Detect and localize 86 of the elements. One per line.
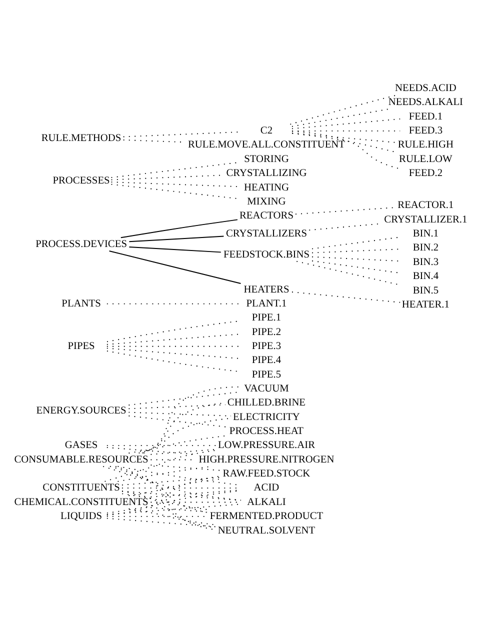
node-text: LOW.PRESSURE.AIR — [218, 440, 316, 452]
node-text: BIN.4 — [412, 271, 439, 282]
node-text: PIPES — [68, 340, 95, 352]
connector — [290, 94, 398, 125]
node-text: RULE.HIGH — [398, 140, 454, 151]
node-text: RULE.METHODS — [41, 133, 122, 144]
node-text: LIQUIDS — [60, 511, 102, 522]
node-text: VACUUM — [244, 384, 289, 395]
connector — [292, 108, 388, 127]
connector — [128, 246, 222, 253]
node-text: NEEDS.ALKALI — [388, 97, 464, 108]
node-text: CHEMICAL.CONSTITUENTS — [14, 496, 148, 508]
node-text: FERMENTED.PRODUCT — [210, 511, 324, 522]
connector — [312, 260, 400, 274]
node-text: ALKALI — [247, 496, 286, 508]
node-text: PIPE.2 — [252, 326, 282, 338]
node-text: PIPE.1 — [252, 312, 282, 324]
connector — [120, 219, 238, 238]
node-text: GASES — [64, 440, 98, 452]
connector — [106, 518, 216, 528]
node-text: BIN.1 — [412, 228, 439, 240]
node-text: CHILLED.BRINE — [227, 398, 306, 409]
connector — [106, 445, 216, 446]
node-text: RULE.LOW — [399, 154, 452, 165]
node-text: PIPE.3 — [252, 340, 282, 352]
node-text: BIN.5 — [412, 285, 439, 296]
node-text: FEEDSTOCK.BINS — [223, 249, 310, 260]
node-text: PIPE.5 — [252, 369, 282, 380]
connector — [143, 386, 242, 454]
node-text: PIPE.4 — [252, 355, 282, 366]
connector — [312, 248, 400, 254]
node-text: HEATING — [244, 182, 289, 194]
node-text: RULE.MOVE.ALL.CONSTITUENT — [188, 140, 346, 151]
node-text: HIGH.PRESSURE.NITROGEN — [198, 454, 334, 466]
node-text: HEATER.1 — [402, 299, 450, 310]
node-text: HEATERS — [244, 284, 290, 296]
connector — [128, 404, 226, 410]
connector — [128, 415, 228, 428]
connector — [122, 490, 216, 528]
node-text: FEED.1 — [408, 111, 443, 122]
node-text: PROCESS.HEAT — [229, 426, 304, 438]
node-text: RAW.FEED.STOCK — [222, 468, 310, 480]
connector — [128, 508, 216, 526]
connector — [115, 466, 216, 530]
connector — [292, 292, 401, 303]
connector — [128, 236, 224, 242]
connector — [312, 256, 400, 262]
connector — [292, 130, 400, 170]
node-text: FEED.3 — [408, 126, 443, 137]
connector — [110, 466, 208, 513]
node-text: PLANTS — [62, 298, 101, 310]
node-text: NEUTRAL.SOLVENT — [218, 525, 316, 536]
connector — [292, 132, 396, 143]
connector — [108, 250, 242, 284]
node-text: FEED.2 — [408, 168, 443, 180]
node-text: BIN.3 — [412, 256, 439, 268]
node-text: ACID — [254, 482, 280, 494]
node-text: CONSTITUENTS — [42, 482, 120, 494]
node-text: MIXING — [247, 196, 286, 208]
connector — [122, 476, 222, 486]
node-text: CONSUMABLE.RESOURCES — [14, 454, 148, 466]
node-text: PROCESS.DEVICES — [36, 238, 127, 250]
node-text: CRYSTALLIZING — [226, 168, 307, 180]
connector — [106, 476, 222, 516]
connector — [292, 118, 401, 130]
node-text: PLANT.1 — [246, 298, 287, 310]
connector — [150, 464, 222, 471]
node-text: BIN.2 — [412, 242, 439, 254]
node-text: REACTORS — [239, 210, 294, 222]
node-text: REACTOR.1 — [398, 200, 454, 212]
node-text: NEEDS.ACID — [395, 83, 456, 94]
connector — [150, 507, 208, 512]
node-text: CRYSTALLIZER.1 — [384, 214, 468, 226]
node-text: STORING — [244, 154, 289, 165]
connector — [312, 236, 400, 250]
node-text: C2 — [260, 126, 273, 137]
node-text: CRYSTALLIZERS — [226, 228, 307, 240]
node-text: PROCESSES — [52, 176, 110, 187]
connector — [102, 466, 242, 501]
connector — [128, 478, 222, 496]
connector — [150, 448, 216, 455]
node-text: ENERGY.SOURCES — [36, 405, 126, 416]
connector — [128, 412, 232, 416]
connector — [122, 493, 210, 510]
node-text: ELECTRICITY — [233, 412, 300, 423]
connector — [104, 450, 216, 482]
